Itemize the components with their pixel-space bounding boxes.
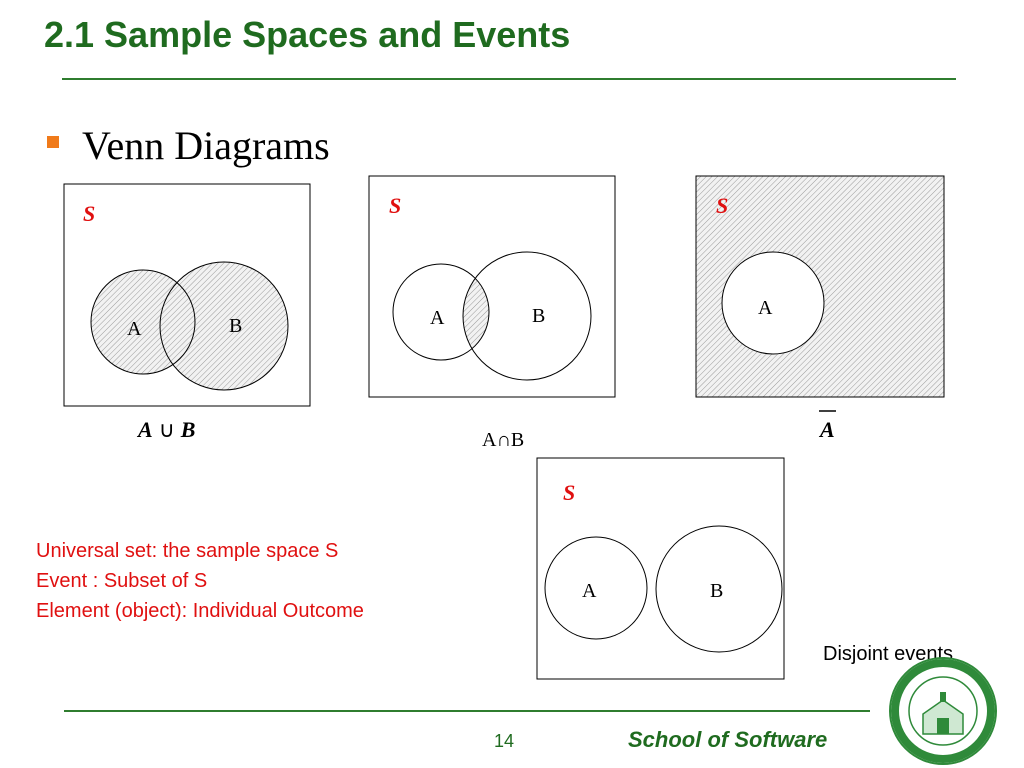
page-number: 14: [494, 731, 515, 751]
union-diagram: S A B: [63, 183, 311, 407]
union-circle-b: [159, 261, 289, 391]
complement-space-label: S: [716, 193, 728, 218]
disjoint-sample-space: [536, 457, 785, 680]
definitions-list: Universal set: the sample space S Event …: [36, 536, 364, 626]
note-event: Event : Subset of S: [36, 570, 208, 592]
note-universal-set: Universal set: the sample space S: [36, 540, 339, 562]
intersection-space-label: S: [389, 193, 401, 218]
intersection-diagram: S A B: [368, 175, 616, 398]
disjoint-caption: Disjoint events: [823, 643, 954, 665]
footer-divider: [64, 710, 870, 712]
building-icon: [922, 699, 964, 735]
disjoint-label-a: A: [582, 580, 597, 602]
union-caption-operator: ∪: [159, 417, 175, 442]
intersection-label-a: A: [430, 307, 445, 329]
university-logo: [889, 657, 997, 765]
bullet-square-icon: [47, 136, 59, 148]
disjoint-space-label: S: [563, 480, 575, 505]
complement-caption: A: [818, 417, 835, 442]
slide-title: 2.1 Sample Spaces and Events: [44, 14, 571, 55]
union-space-label: S: [83, 201, 95, 226]
note-element: Element (object): Individual Outcome: [36, 600, 364, 622]
intersection-circle-a: [392, 263, 490, 361]
union-label-a: A: [127, 318, 142, 340]
disjoint-circle-a: [544, 536, 648, 640]
union-caption-b: B: [180, 417, 196, 442]
intersection-circle-b: [462, 251, 592, 381]
union-fill-b: [160, 262, 288, 390]
disjoint-circle-b: [655, 525, 783, 653]
footer-school-name: School of Software: [628, 727, 828, 752]
complement-label-a: A: [758, 297, 773, 319]
bullet-heading: Venn Diagrams: [82, 123, 330, 168]
union-caption-a: A: [136, 417, 153, 442]
complement-diagram: S A: [695, 175, 945, 398]
union-label-b: B: [229, 315, 242, 337]
intersection-caption: A∩B: [482, 429, 524, 451]
intersection-sample-space: [368, 175, 616, 398]
disjoint-diagram: S A B: [536, 457, 785, 680]
union-circle-a: [90, 269, 196, 375]
union-caption: A∪B: [136, 417, 195, 442]
title-divider: [62, 78, 956, 80]
complement-circle-a: [721, 251, 825, 355]
intersection-label-b: B: [532, 305, 545, 327]
disjoint-label-b: B: [710, 580, 723, 602]
